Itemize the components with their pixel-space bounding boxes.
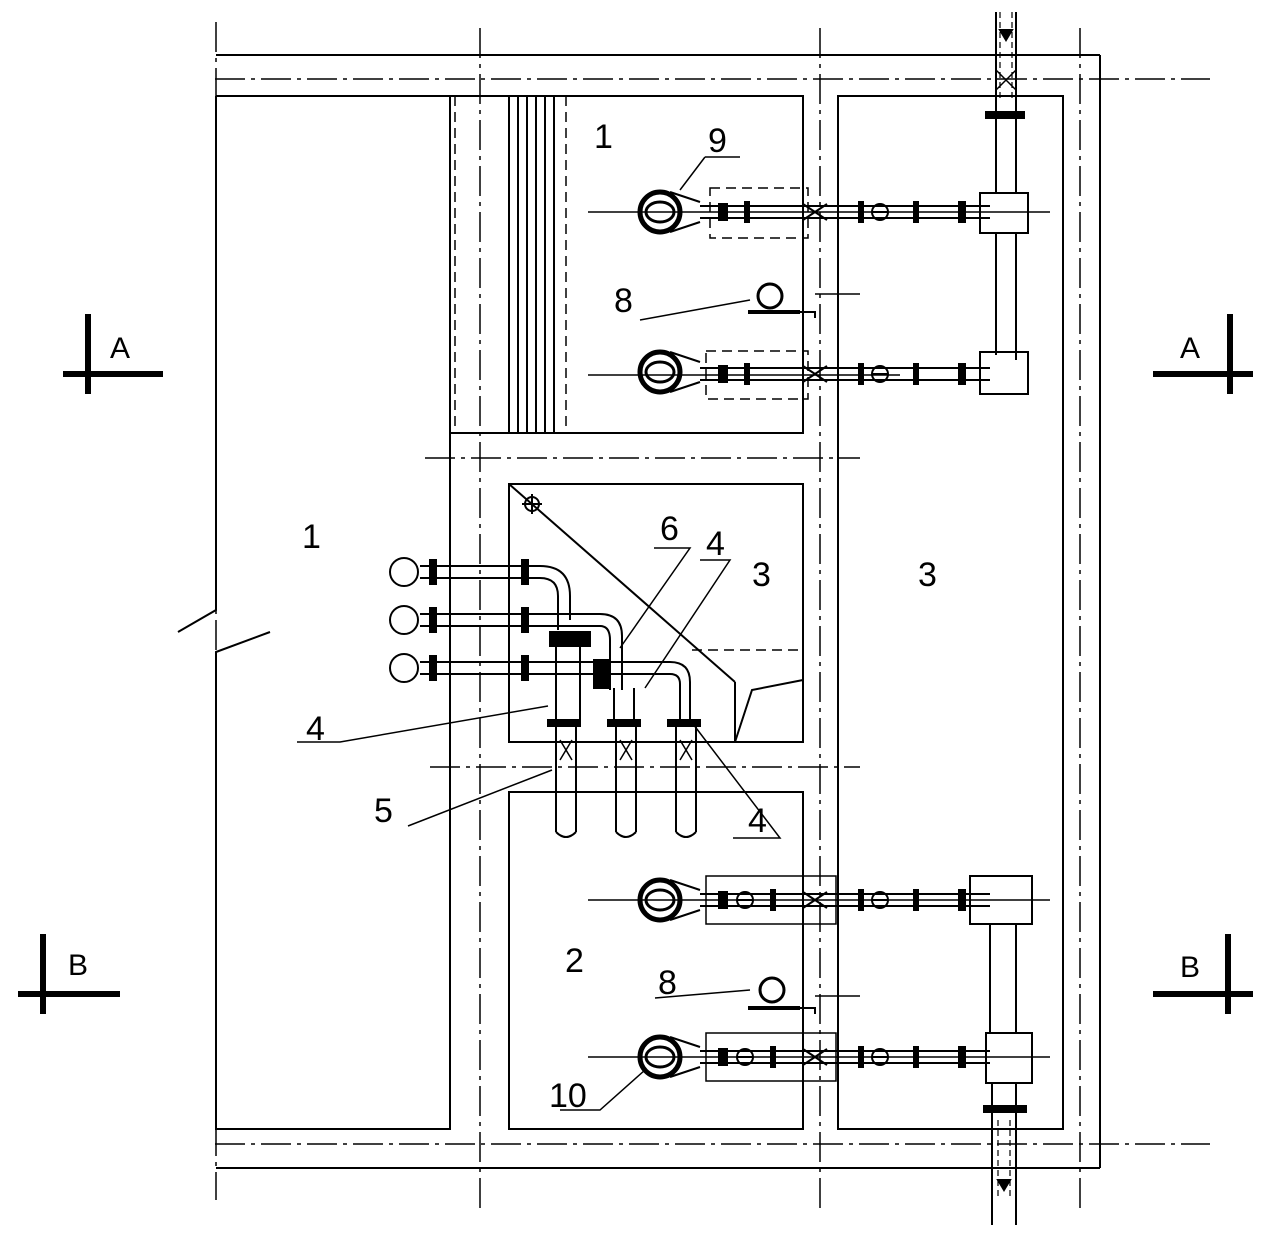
inflow-pipe-1: [389, 557, 571, 630]
bottom-pump-line-1: [588, 875, 1050, 925]
walls: [177, 54, 1101, 1169]
inflow-pipe-2: [389, 605, 623, 690]
outlet-1: [547, 719, 581, 838]
top-pump-line-2: [588, 351, 1029, 400]
outlet-drops: [547, 719, 701, 838]
callout-9: 9: [708, 122, 727, 160]
section-b-right: B: [1180, 951, 1200, 984]
top-riser-pipe: [985, 12, 1025, 360]
inflow-pipe-3: [389, 653, 691, 720]
top-pump-line-1: [588, 187, 1050, 239]
room-3-mid-label: 3: [752, 556, 771, 594]
middle-room-details: [508, 483, 804, 743]
section-b-left: B: [68, 949, 88, 982]
leader-lines: [297, 156, 782, 1111]
section-markers: [18, 314, 1253, 1014]
room-2-label: 2: [565, 942, 584, 980]
outlet-3: [667, 719, 701, 838]
callout-5: 5: [374, 792, 393, 830]
small-pump-8-top: [748, 282, 816, 318]
inflow-pipes: [389, 557, 691, 720]
axis-lines: [215, 22, 1210, 1212]
callout-6: 6: [660, 510, 679, 548]
section-labels: A A B B: [68, 332, 1200, 984]
room-1-left-label: 1: [302, 518, 321, 556]
outlet-2: [607, 719, 641, 838]
callout-8-bottom: 8: [658, 964, 677, 1002]
callout-10: 10: [549, 1077, 587, 1115]
callout-8-top: 8: [614, 282, 633, 320]
callout-labels: 9 8 6 4 4 5 4 8 10: [306, 122, 767, 1115]
bottom-riser-pipe: [983, 924, 1027, 1225]
callout-4-top: 4: [706, 525, 725, 563]
stair-zone: [454, 96, 567, 434]
small-pump-8-bottom: [748, 976, 816, 1014]
callout-4-right: 4: [748, 802, 767, 840]
callout-4-left: 4: [306, 710, 325, 748]
room-1-top-label: 1: [594, 118, 613, 156]
section-a-right: A: [1180, 332, 1200, 365]
bottom-pump-line-2: [588, 1032, 1050, 1084]
section-a-left: A: [110, 332, 130, 365]
room-3-right-label: 3: [918, 556, 937, 594]
room-labels: 1 1 2 3 3: [302, 118, 937, 980]
